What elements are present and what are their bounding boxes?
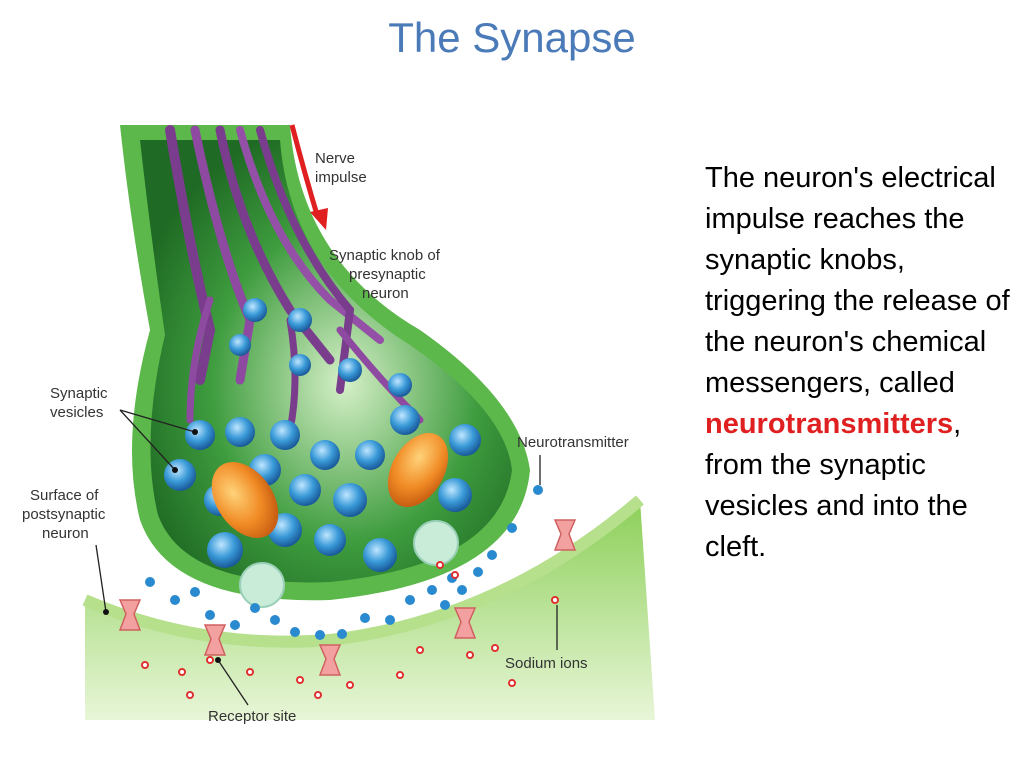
slide-title: The Synapse xyxy=(388,14,636,61)
body-text-after: , from the synaptic vesicles and into th… xyxy=(705,408,968,563)
label-sodium: Sodium ions xyxy=(505,655,588,672)
label-knob-2: presynaptic xyxy=(349,266,426,283)
slide-body-text: The neuron's electrical impulse reaches … xyxy=(705,158,1020,568)
mitochondrion xyxy=(387,433,449,507)
label-vesicles-2: vesicles xyxy=(50,404,103,421)
label-surface-1: Surface of xyxy=(30,487,99,504)
body-text-before: The neuron's electrical impulse reaches … xyxy=(705,162,1010,399)
label-neurotransmitter: Neurotransmitter xyxy=(517,434,629,451)
label-surface-2: postsynaptic xyxy=(22,506,106,523)
receptor-sites xyxy=(118,519,577,676)
label-receptor: Receptor site xyxy=(208,708,296,725)
mitochondrion xyxy=(211,462,279,538)
callout-lines xyxy=(95,409,558,706)
postsynaptic-neuron xyxy=(85,500,655,720)
neurotransmitters xyxy=(145,485,543,640)
synapse-diagram: Nerve impulse Synaptic knob of presynapt… xyxy=(22,124,655,725)
label-impulse: impulse xyxy=(315,169,367,186)
label-surface-3: neuron xyxy=(42,525,89,542)
label-vesicles-1: Synaptic xyxy=(50,385,108,402)
sodium-ions xyxy=(141,561,559,699)
fusing-vesicle xyxy=(413,520,459,566)
body-text-highlight: neurotransmitters xyxy=(705,408,954,440)
callout-dots xyxy=(103,429,221,663)
label-nerve: Nerve xyxy=(315,150,355,167)
fusing-vesicle xyxy=(239,562,285,608)
label-knob-3: neuron xyxy=(362,285,409,302)
label-knob-1: Synaptic knob of xyxy=(329,247,441,264)
axon-fibers xyxy=(165,125,424,434)
nerve-impulse-arrow xyxy=(289,124,321,219)
